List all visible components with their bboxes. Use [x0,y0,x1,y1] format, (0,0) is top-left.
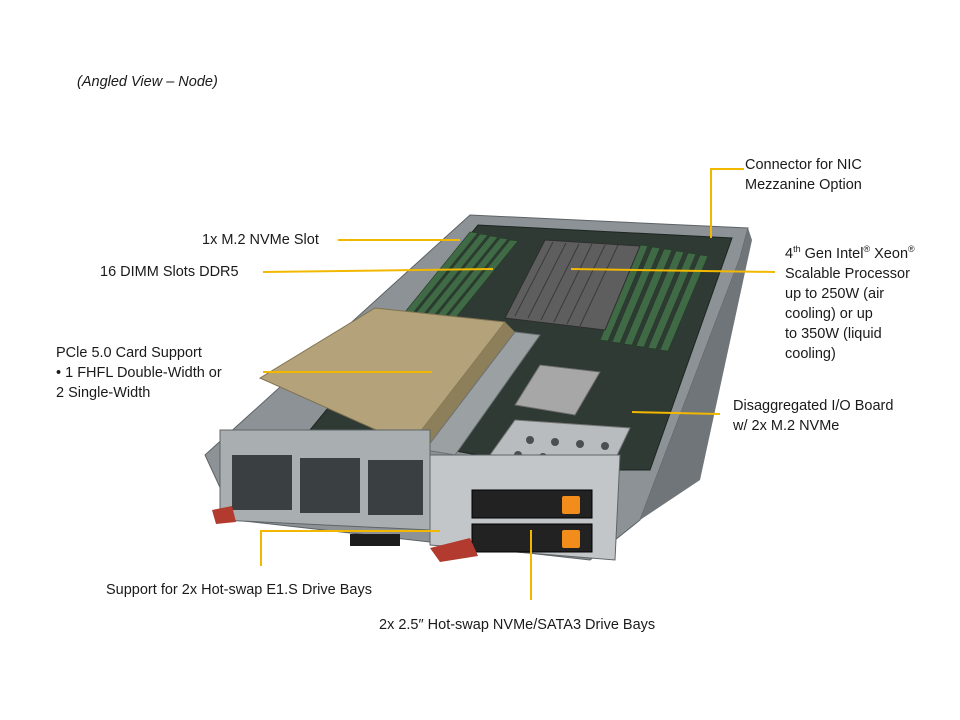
callout-pcie-line1: PCle 5.0 Card Support [56,345,202,361]
callout-pcie: PCle 5.0 Card Support • 1 FHFL Double-Wi… [56,343,222,403]
drive-latch-icon [562,530,580,548]
callout-cpu-line4: cooling) or up [785,306,873,322]
cpu-heatsink-fins [514,241,619,327]
front-grille [232,455,423,515]
callout-nic: Connector for NIC Mezzanine Option [745,155,862,195]
callout-io-line1: Disaggregated I/O Board [733,398,894,414]
callout-e1s: Support for 2x Hot-swap E1.S Drive Bays [106,582,372,598]
drive-tray-top [471,489,593,519]
callout-cpu: 4th Gen Intel® Xeon® Scalable Processor … [785,244,915,364]
callout-line-dimm [262,268,494,273]
callout-line-io [631,411,721,415]
callout-cpu-line2: Scalable Processor [785,266,910,282]
pull-tab-left-icon [212,506,236,524]
cpu-brand: Xeon [870,246,909,262]
cpu-gen-number: 4 [785,246,794,262]
callout-line-e1s [260,530,440,566]
chassis-side-wall [640,228,752,520]
callout-io-line2: w/ 2x M.2 NVMe [733,418,840,434]
callout-line-cpu [570,268,776,273]
callout-nic-line2: Mezzanine Option [745,177,862,193]
callout-nic-line1: Connector for NIC [745,157,862,173]
registered-mark: ® [908,244,915,255]
callout-m2-slot: 1x M.2 NVMe Slot [202,232,319,248]
cpu-gen-rest: Gen Intel [800,246,864,262]
callout-lines [260,168,776,600]
cpu-gen-suffix: th [793,244,801,255]
callout-cpu-line1: 4th Gen Intel® Xeon® [785,244,915,264]
callout-line-nic [710,168,744,238]
callout-dimm: 16 DIMM Slots DDR5 [100,264,239,280]
riser-bracket [424,331,541,456]
registered-mark: ® [863,244,871,255]
pull-tab-right-icon [430,538,478,562]
pcie-shroud-side [410,322,515,450]
callout-cpu-line3: up to 250W (air [785,286,885,302]
drive-latch-icon [562,496,580,514]
callout-cpu-line5: to 350W (liquid [785,326,882,342]
callout-pcie-line2: • 1 FHFL Double-Width or [56,365,222,381]
front-handle [350,534,400,546]
io-board-heatsink [514,364,601,416]
callout-io-board: Disaggregated I/O Board w/ 2x M.2 NVMe [733,396,893,436]
callout-pcie-line3: 2 Single-Width [56,385,151,401]
callout-drive-bays: 2x 2.5″ Hot-swap NVMe/SATA3 Drive Bays [379,617,656,633]
dimm-slots-right [599,244,709,352]
callout-cpu-line6: cooling) [785,346,836,362]
view-title: (Angled View – Node) [77,74,218,90]
